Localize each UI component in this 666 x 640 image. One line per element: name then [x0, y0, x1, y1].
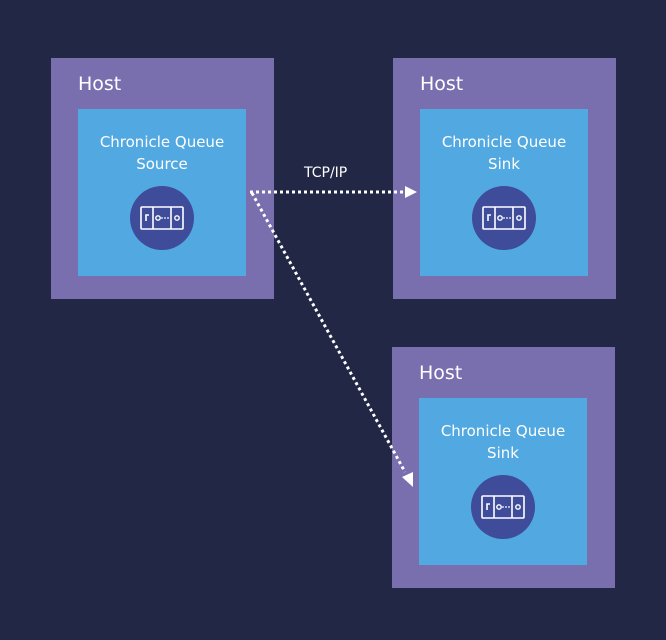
- host-label: Host: [419, 362, 463, 384]
- queue-title-line1: Chronicle Queue: [99, 133, 225, 151]
- queue-source: Chronicle Queue Source: [78, 109, 246, 276]
- host-label: Host: [78, 73, 122, 95]
- queue-title: Chronicle Queue Source: [78, 131, 246, 175]
- queue-title-line2: Source: [136, 155, 188, 173]
- host-label: Host: [420, 73, 464, 95]
- queue-sink-2: Chronicle Queue Sink: [419, 398, 587, 565]
- queue-icon: [130, 186, 194, 250]
- queue-sink-1: Chronicle Queue Sink: [420, 109, 588, 276]
- host-sink-2: Host Chronicle Queue Sink: [392, 347, 615, 588]
- queue-icon: [471, 475, 535, 539]
- queue-title-line1: Chronicle Queue: [441, 133, 567, 151]
- queue-title-line2: Sink: [487, 444, 519, 462]
- host-sink-1: Host Chronicle Queue Sink: [393, 58, 616, 299]
- host-source: Host Chronicle Queue Source: [51, 58, 274, 299]
- queue-title: Chronicle Queue Sink: [420, 131, 588, 175]
- queue-title-line1: Chronicle Queue: [440, 422, 566, 440]
- connection-label: TCP/IP: [304, 165, 348, 181]
- queue-title-line2: Sink: [488, 155, 520, 173]
- arrow-to-sink-1: [250, 186, 417, 198]
- queue-title: Chronicle Queue Sink: [419, 420, 587, 464]
- queue-icon: [472, 186, 536, 250]
- arrow-to-sink-2: [250, 192, 413, 487]
